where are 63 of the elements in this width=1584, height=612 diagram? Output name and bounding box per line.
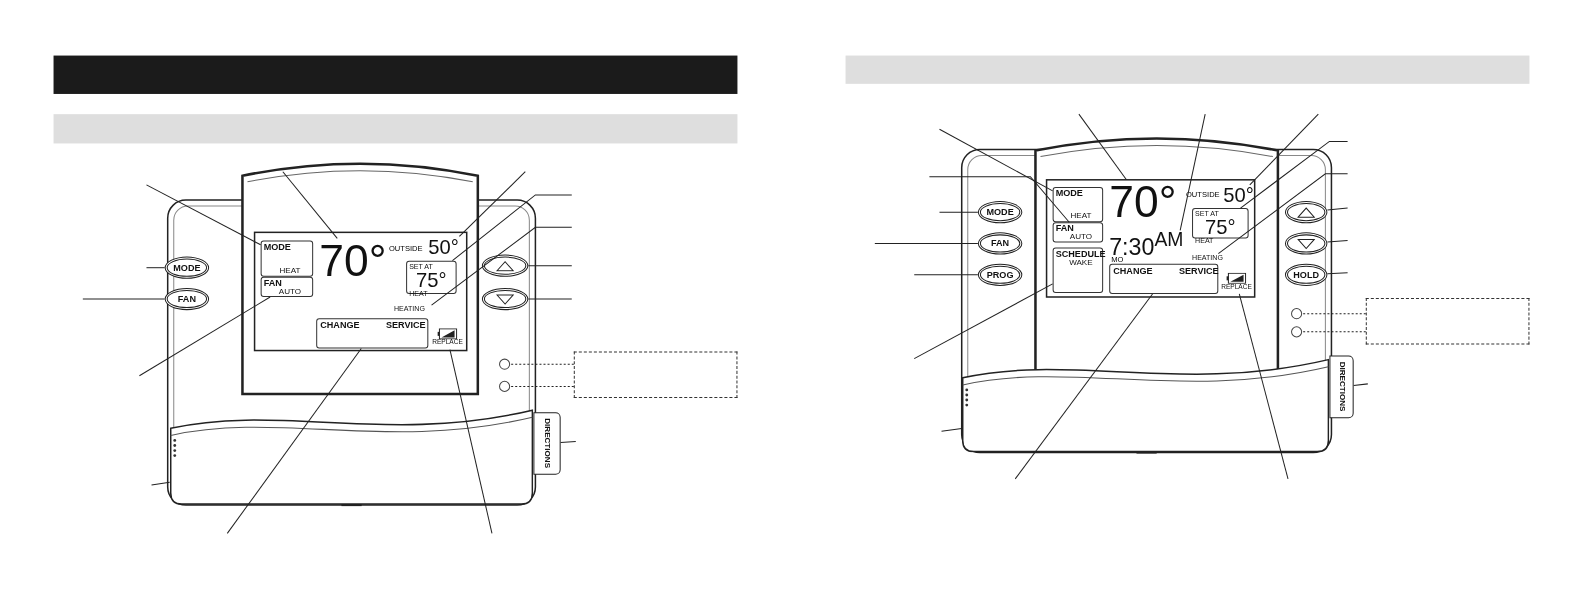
leader-line xyxy=(1078,113,1127,181)
schedule-value: WAKE xyxy=(1068,258,1093,267)
leader-line xyxy=(138,296,271,377)
leader-line xyxy=(1353,383,1369,386)
setpoint-value: 75° xyxy=(1205,217,1236,238)
indicator-light xyxy=(1291,308,1303,320)
leader-line xyxy=(1249,113,1319,186)
leader-line xyxy=(431,226,573,306)
leader-line xyxy=(1326,207,1349,211)
leader-line xyxy=(458,171,526,237)
dotted-leader-line xyxy=(1301,331,1367,333)
leader-line xyxy=(451,194,573,262)
mode-value: HEAT xyxy=(278,266,301,275)
leader-line xyxy=(527,265,573,267)
setpoint-value: 75° xyxy=(416,269,447,290)
fan-value: AUTO xyxy=(1068,233,1093,242)
leader-line xyxy=(282,171,338,239)
leader-line xyxy=(1217,173,1349,255)
message-box xyxy=(1109,263,1219,294)
fan-label: FAN xyxy=(1055,224,1074,234)
leader-line xyxy=(1179,113,1206,231)
fan-value: AUTO xyxy=(277,287,302,296)
dotted-leader-line xyxy=(1301,313,1367,315)
outdoor-temperature-reading: 50° xyxy=(1223,184,1255,208)
leader-line xyxy=(560,440,577,444)
room-temperature-reading: 70° xyxy=(1109,179,1176,225)
service-label: SERVICE xyxy=(385,321,426,331)
leader-line xyxy=(939,211,979,213)
leader-line xyxy=(527,298,573,300)
indicator-light xyxy=(499,380,511,392)
leader-line xyxy=(1326,272,1349,275)
leader-line xyxy=(928,176,1070,223)
leader-line xyxy=(913,283,1054,360)
leader-line xyxy=(1240,140,1349,209)
leader-line xyxy=(226,348,362,534)
mode-label: MODE xyxy=(1055,188,1083,198)
outdoor-temperature-reading: 50° xyxy=(428,236,465,262)
leader-line xyxy=(939,128,1054,192)
clock-reading: 7:30$^{AM}$ xyxy=(1109,230,1182,255)
dotted-leader-line xyxy=(509,385,575,387)
directions-tab: DIRECTIONS xyxy=(533,412,561,475)
directions-tab: DIRECTIONS xyxy=(1329,355,1354,419)
change-label: CHANGE xyxy=(1113,266,1153,276)
leader-line xyxy=(1014,293,1153,480)
leader-line xyxy=(1326,239,1349,243)
leader-line xyxy=(151,481,171,486)
room-temperature-reading: 70° xyxy=(319,238,390,281)
leader-line xyxy=(145,267,166,269)
leader-line xyxy=(145,184,262,246)
leader-line xyxy=(913,274,979,276)
leader-line xyxy=(449,349,493,534)
mode-value: HEAT xyxy=(1069,212,1092,221)
leader-line xyxy=(941,428,963,432)
leader-line xyxy=(874,242,979,244)
change-label: CHANGE xyxy=(320,321,360,331)
indicator-light xyxy=(499,358,511,370)
mode-label: MODE xyxy=(263,242,291,252)
leader-line xyxy=(1238,293,1289,480)
indicator-light xyxy=(1291,326,1303,338)
fan-label: FAN xyxy=(263,278,282,288)
setpoint-box xyxy=(406,260,457,294)
dotted-leader-line xyxy=(509,363,575,365)
leader-line xyxy=(82,298,166,300)
